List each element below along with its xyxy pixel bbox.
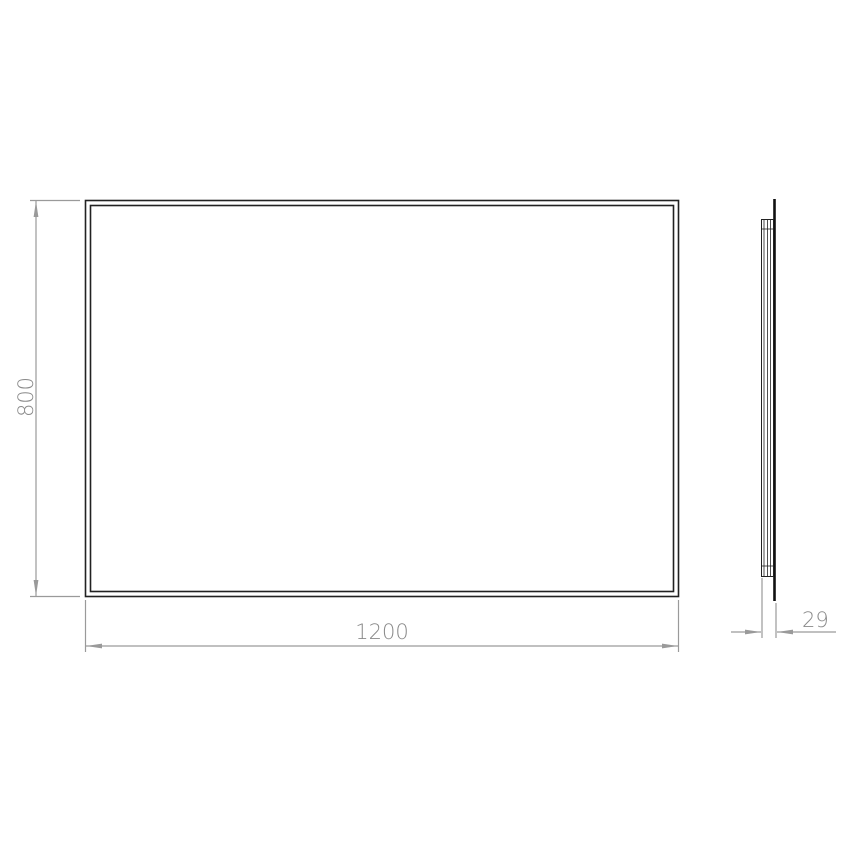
mirror-inner-frame: [89, 204, 675, 593]
mount-frame: [761, 219, 774, 577]
front-view: [84, 199, 680, 598]
width-label: 1200: [355, 620, 409, 644]
height-dimension: [30, 199, 80, 598]
width-dimension: [84, 600, 680, 652]
height-label: 800: [14, 376, 38, 418]
depth-dimension: [731, 578, 836, 638]
mirror-outer-frame: [84, 199, 680, 598]
depth-label: 29: [802, 608, 829, 632]
side-view: [761, 199, 776, 601]
